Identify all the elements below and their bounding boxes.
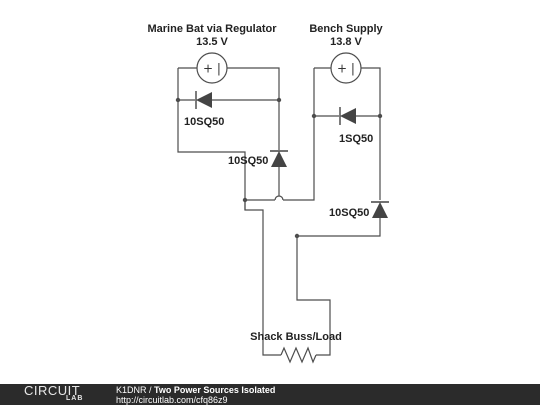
circuitlab-logo[interactable]: CIRCUIT [24,383,81,398]
junction-dot [377,113,383,119]
diode-d2 [270,150,288,167]
junction-dot [175,97,181,103]
right-source-name: Bench Supply [309,23,383,35]
load-resistor [280,346,317,364]
junction-dot [311,113,317,119]
diode-d3-label: 1SQ50 [339,133,373,145]
junction-dot [294,233,300,239]
footer-bar: CIRCUIT LAB K1DNR / Two Power Sources Is… [0,384,540,405]
diode-d4 [371,201,389,218]
left-source-name: Marine Bat via Regulator [148,23,278,35]
circuitlab-logo-sub: LAB [66,395,84,402]
right-source-wires [283,67,381,237]
left-source-wires [177,67,280,210]
footer-separator: / [146,385,155,395]
left-source-voltage: 13.5 V [196,36,228,48]
circuit-title: Two Power Sources Isolated [154,385,276,395]
footer-title-line: K1DNR / Two Power Sources Isolated [116,385,275,395]
right-battery-symbol [330,52,362,84]
schematic-canvas: Marine Bat via Regulator 13.5 V + | 10SQ… [148,23,389,364]
junction-dot [276,97,282,103]
output-bus-wires [244,195,331,356]
left-battery-polarity: + | [203,62,221,76]
author-link[interactable]: K1DNR [116,385,147,395]
right-battery-polarity: + | [337,62,355,76]
diode-d2-label: 10SQ50 [228,155,268,167]
junction-dot [242,197,248,203]
right-source-voltage: 13.8 V [330,36,362,48]
diode-d1 [195,91,212,109]
left-battery-symbol [196,52,228,84]
diode-d3 [339,107,356,125]
circuit-url-link[interactable]: http://circuitlab.com/cfq86z9 [116,395,228,405]
load-label: Shack Buss/Load [250,331,342,343]
diode-d4-label: 10SQ50 [329,207,369,219]
diode-d1-label: 10SQ50 [184,116,224,128]
